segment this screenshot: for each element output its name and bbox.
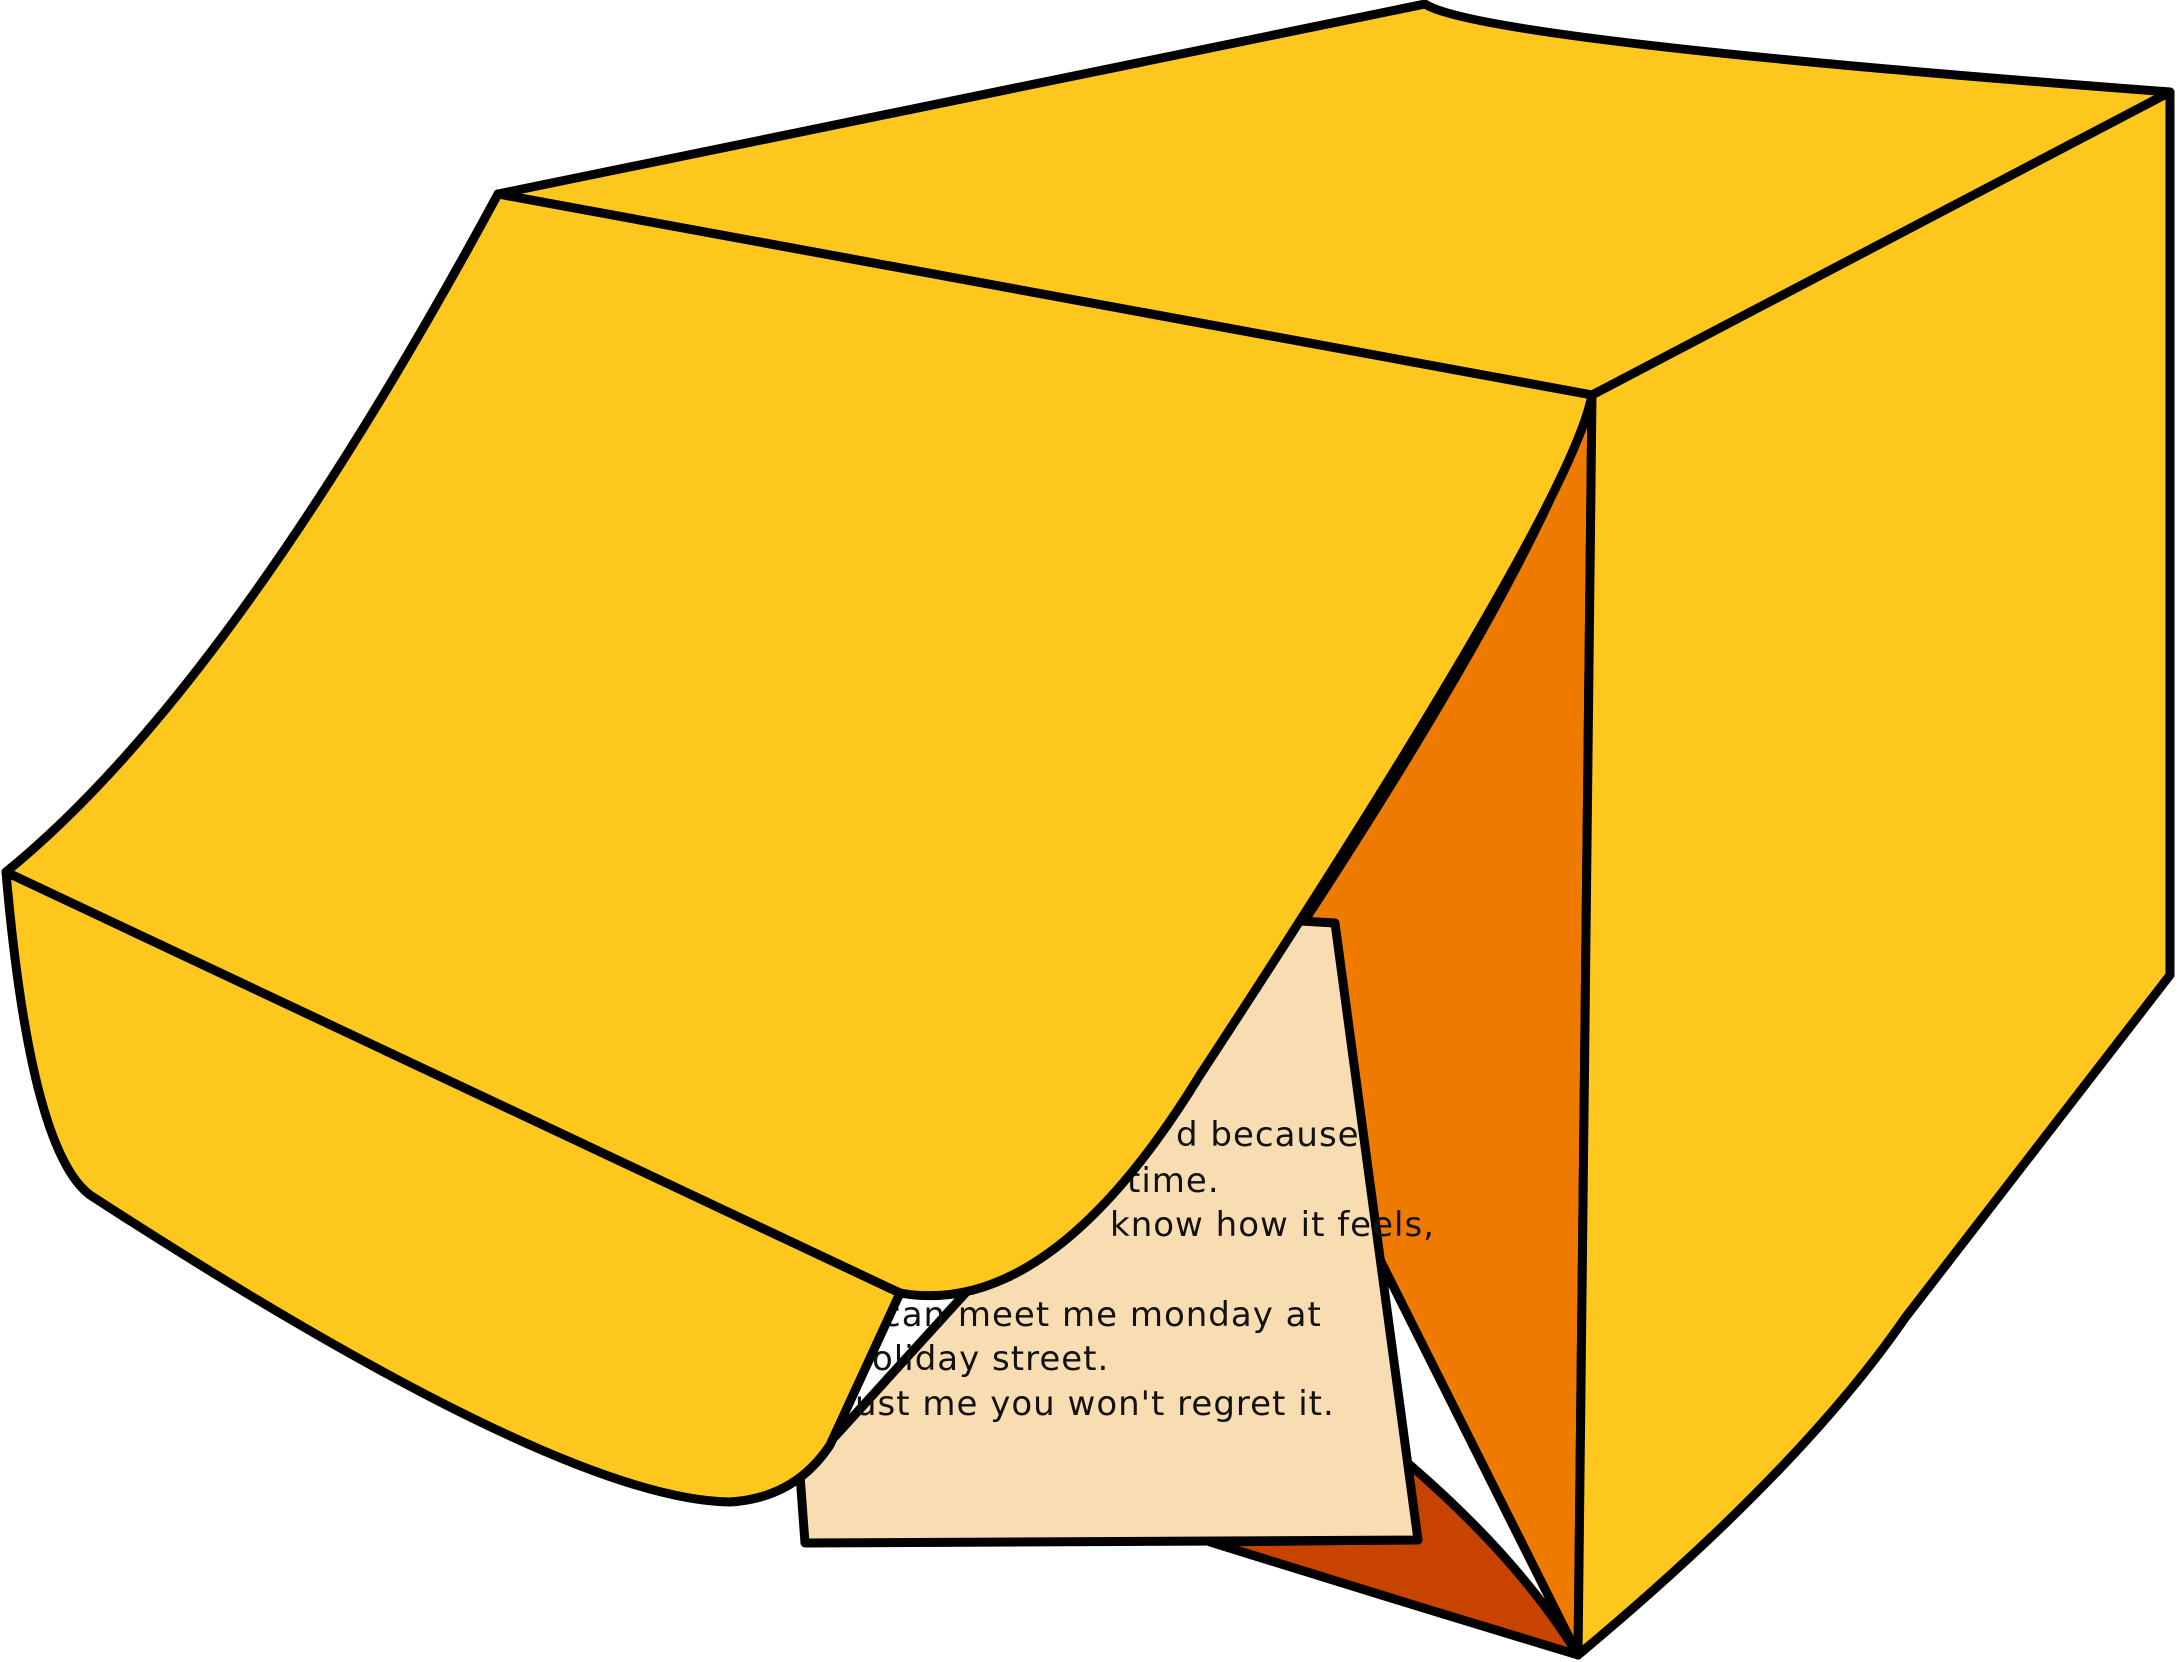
note-line-2: time. xyxy=(1127,1161,1220,1201)
note-line-3: know how it feels, xyxy=(1110,1205,1435,1245)
note-line-7: ust me you won't regret it. xyxy=(855,1384,1335,1424)
note-text: d because time. know how it feels, p. ca… xyxy=(855,1115,1435,1424)
box-inner-shadow xyxy=(1205,1460,1583,1660)
box-front-panel xyxy=(1,867,905,1507)
note-line-5: can meet me monday at xyxy=(882,1295,1322,1335)
note-line-6: oliday street. xyxy=(872,1339,1109,1379)
box-front-flap xyxy=(1,189,1597,1301)
box-fold-line xyxy=(2,868,904,1297)
box-right-side xyxy=(1573,87,2175,1660)
note-line-1: d because xyxy=(1176,1115,1360,1155)
